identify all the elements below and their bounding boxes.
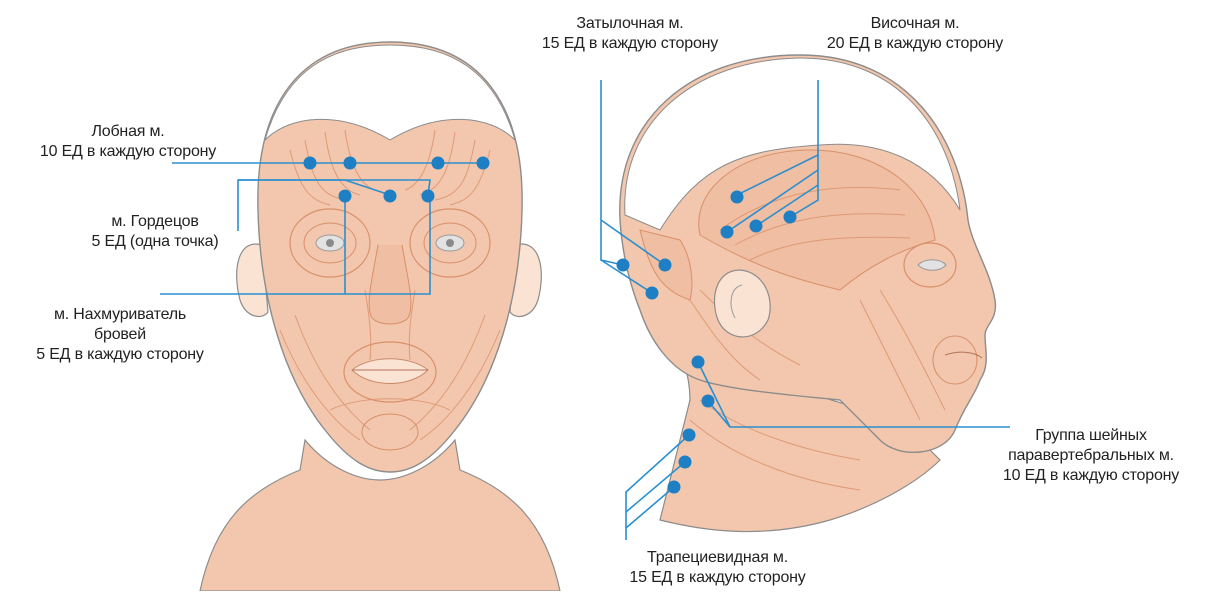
frontalis-label-dose: 10 ЕД в каждую сторону bbox=[0, 142, 256, 162]
temporal-label-dose: 20 ЕД в каждую сторону bbox=[770, 34, 1060, 54]
temporal-label-name: Височная м. bbox=[770, 14, 1060, 34]
blue-dot-icon bbox=[692, 356, 705, 369]
corrugator-label-name-2: бровей bbox=[0, 325, 240, 345]
blue-dot-icon bbox=[702, 395, 715, 408]
blue-dot-icon bbox=[784, 211, 797, 224]
occipital-label-dose: 15 ЕД в каждую сторону bbox=[505, 34, 755, 54]
occipital-label: Затылочная м. 15 ЕД в каждую сторону bbox=[505, 14, 755, 54]
side-head bbox=[620, 55, 996, 532]
corrugator-label-name: м. Нахмуриватель bbox=[0, 305, 240, 325]
paravertebral-label-name-2: паравертебральных м. bbox=[960, 446, 1222, 466]
procerus-label-name: м. Гордецов bbox=[60, 212, 250, 232]
frontalis-label-name: Лобная м. bbox=[0, 122, 256, 142]
blue-dot-icon bbox=[659, 259, 672, 272]
blue-dot-icon bbox=[344, 157, 357, 170]
procerus-label-dose: 5 ЕД (одна точка) bbox=[60, 232, 250, 252]
blue-dot-icon bbox=[617, 259, 630, 272]
blue-dot-icon bbox=[679, 456, 692, 469]
trapezius-label: Трапециевидная м. 15 ЕД в каждую сторону bbox=[565, 548, 870, 588]
corrugator-label-dose: 5 ЕД в каждую сторону bbox=[0, 345, 240, 365]
blue-dot-icon bbox=[721, 226, 734, 239]
paravertebral-label: Группа шейных паравертебральных м. 10 ЕД… bbox=[960, 426, 1222, 486]
blue-dot-icon bbox=[339, 190, 352, 203]
frontalis-label: Лобная м. 10 ЕД в каждую сторону bbox=[0, 122, 256, 162]
blue-dot-icon bbox=[432, 157, 445, 170]
temporal-label: Височная м. 20 ЕД в каждую сторону bbox=[770, 14, 1060, 54]
blue-dot-icon bbox=[731, 191, 744, 204]
occipital-label-name: Затылочная м. bbox=[505, 14, 755, 34]
trapezius-label-name: Трапециевидная м. bbox=[565, 548, 870, 568]
blue-dot-icon bbox=[304, 157, 317, 170]
blue-dot-icon bbox=[683, 429, 696, 442]
blue-dot-icon bbox=[750, 220, 763, 233]
procerus-label: м. Гордецов 5 ЕД (одна точка) bbox=[60, 212, 250, 252]
blue-dot-icon bbox=[646, 287, 659, 300]
blue-dot-icon bbox=[477, 157, 490, 170]
trapezius-label-dose: 15 ЕД в каждую сторону bbox=[565, 568, 870, 588]
paravertebral-label-dose: 10 ЕД в каждую сторону bbox=[960, 466, 1222, 486]
paravertebral-label-name: Группа шейных bbox=[960, 426, 1222, 446]
blue-dot-icon bbox=[384, 190, 397, 203]
corrugator-label: м. Нахмуриватель бровей 5 ЕД в каждую ст… bbox=[0, 305, 240, 365]
blue-dot-icon bbox=[422, 190, 435, 203]
blue-dot-icon bbox=[668, 481, 681, 494]
